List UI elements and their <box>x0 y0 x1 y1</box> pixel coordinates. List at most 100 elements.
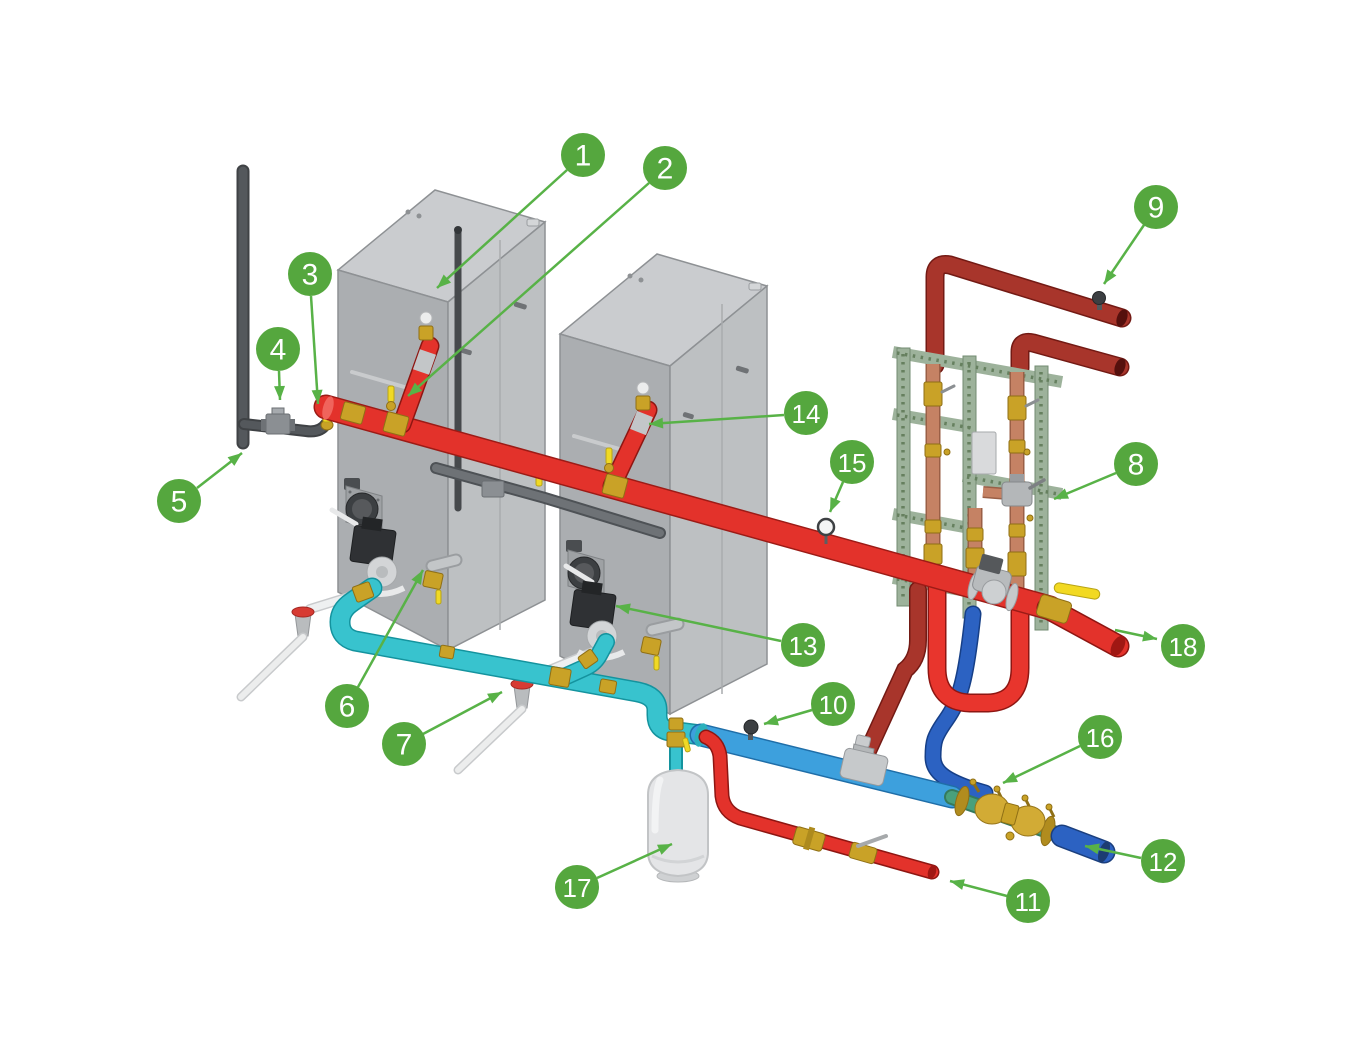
callout-arrowhead <box>408 382 423 396</box>
callout-gas-shutoff-valve: 3 <box>288 252 332 405</box>
backflow-preventer <box>944 778 1070 847</box>
callout-arrow-line <box>436 169 568 289</box>
hot-supply-risers <box>925 255 1132 378</box>
hot-supply-main <box>313 311 1130 658</box>
check-valve <box>839 734 889 787</box>
callout-circle <box>1078 715 1122 759</box>
callout-arrowhead <box>1085 843 1100 855</box>
callout-arrowhead <box>649 417 664 429</box>
callout-arrow-line <box>648 413 785 426</box>
callout-arrow-line <box>615 604 782 643</box>
callout-circle <box>1161 624 1205 668</box>
callout-backflow-preventer: 16 <box>1002 715 1122 785</box>
callout-gas-supply-riser: 5 <box>157 452 243 523</box>
rack-circulator-pump <box>967 553 1019 612</box>
gas-piping <box>236 164 334 450</box>
rack-control-box <box>971 431 997 475</box>
cold-feed-main <box>689 719 1116 864</box>
callout-thermometer: 15 <box>828 440 874 513</box>
rack-brass-fittings <box>923 381 1034 577</box>
callout-number: 3 <box>302 259 319 292</box>
callout-boiler-2-pump: 13 <box>615 603 825 667</box>
boiler-2-pump <box>563 563 685 671</box>
callout-boiler-1-inlet-valve: 6 <box>325 569 425 728</box>
callout-boiler-2-supply-connection: 14 <box>648 391 828 435</box>
callout-circle <box>325 684 369 728</box>
thermometer <box>816 517 836 544</box>
callout-number: 10 <box>819 690 848 720</box>
callout-number: 7 <box>396 729 413 762</box>
callout-number: 12 <box>1149 847 1178 877</box>
callout-arrowhead <box>1142 630 1157 642</box>
callout-circle <box>561 133 605 177</box>
callout-valve-rack: 8 <box>1053 442 1158 501</box>
callout-circle <box>1134 185 1178 229</box>
callout-arrow-line <box>356 569 425 688</box>
callout-arrowhead <box>487 692 502 704</box>
callout-circle <box>555 865 599 909</box>
callout-number: 6 <box>339 691 356 724</box>
callout-number: 16 <box>1086 723 1115 753</box>
callout-hot-supply-sensor: 9 <box>1102 185 1178 285</box>
callout-number: 5 <box>171 486 188 519</box>
callout-relief-drain-air-gap: 7 <box>382 690 503 766</box>
callout-arrowhead <box>1003 771 1019 783</box>
callout-expansion-tank: 17 <box>555 842 673 909</box>
boiler-1-sensor-rod <box>454 226 462 512</box>
gas-valve <box>261 407 295 435</box>
callout-number: 9 <box>1148 192 1165 225</box>
callout-number: 14 <box>792 399 821 429</box>
callout-arrowhead <box>656 844 672 855</box>
callout-boiler-1: 1 <box>436 133 605 289</box>
callout-hot-water-outlet: 18 <box>1114 624 1205 668</box>
callout-circle <box>643 146 687 190</box>
callout-number: 2 <box>657 153 674 186</box>
callout-arrowhead <box>830 496 841 512</box>
valve-rack <box>891 346 1064 631</box>
callout-circle <box>1006 879 1050 923</box>
callout-arrow-line <box>1002 744 1081 785</box>
callout-recirculation-return: 11 <box>949 879 1050 923</box>
callout-circle <box>157 479 201 523</box>
callout-cold-feed-sensor: 10 <box>763 682 855 726</box>
callout-arrowhead <box>274 385 286 400</box>
callout-arrowhead <box>411 570 423 585</box>
callout-number: 13 <box>789 631 818 661</box>
callout-arrowhead <box>616 603 631 615</box>
callout-gas-valve: 4 <box>256 327 300 401</box>
hot-outlet-valve <box>1035 582 1130 658</box>
callout-arrowhead <box>1104 269 1117 284</box>
boiler-2-hot-branch <box>601 381 658 499</box>
callout-number: 1 <box>575 140 592 173</box>
callout-boiler-1-supply-connection: 2 <box>407 146 687 397</box>
callout-circle <box>784 391 828 435</box>
callout-circle <box>781 623 825 667</box>
callout-number: 8 <box>1128 449 1145 482</box>
callout-circle <box>830 440 874 484</box>
callout-number: 18 <box>1169 632 1198 662</box>
return-main <box>329 577 712 746</box>
callout-cold-water-inlet: 12 <box>1084 839 1185 883</box>
callout-circle <box>1114 442 1158 486</box>
callout-number: 4 <box>270 334 287 367</box>
callout-arrow-line <box>422 690 503 736</box>
callout-number: 17 <box>563 873 592 903</box>
callout-arrow-line <box>309 295 320 405</box>
callout-number: 15 <box>838 448 867 478</box>
callout-arrowhead <box>311 389 323 404</box>
callout-circle <box>382 722 426 766</box>
callout-arrowhead <box>950 879 965 890</box>
callout-number: 11 <box>1015 887 1042 917</box>
cold-feed-sensor <box>743 719 759 740</box>
callout-arrowhead <box>1054 488 1070 499</box>
rack-drop-piping <box>853 572 1030 802</box>
callout-arrowhead <box>764 714 779 726</box>
callout-arrow-line <box>407 182 650 397</box>
callout-circle <box>288 252 332 296</box>
callout-arrowhead <box>437 274 452 288</box>
callout-circle <box>1141 839 1185 883</box>
recirculation-line <box>698 729 940 880</box>
hot-supply-sensor <box>1092 291 1106 310</box>
